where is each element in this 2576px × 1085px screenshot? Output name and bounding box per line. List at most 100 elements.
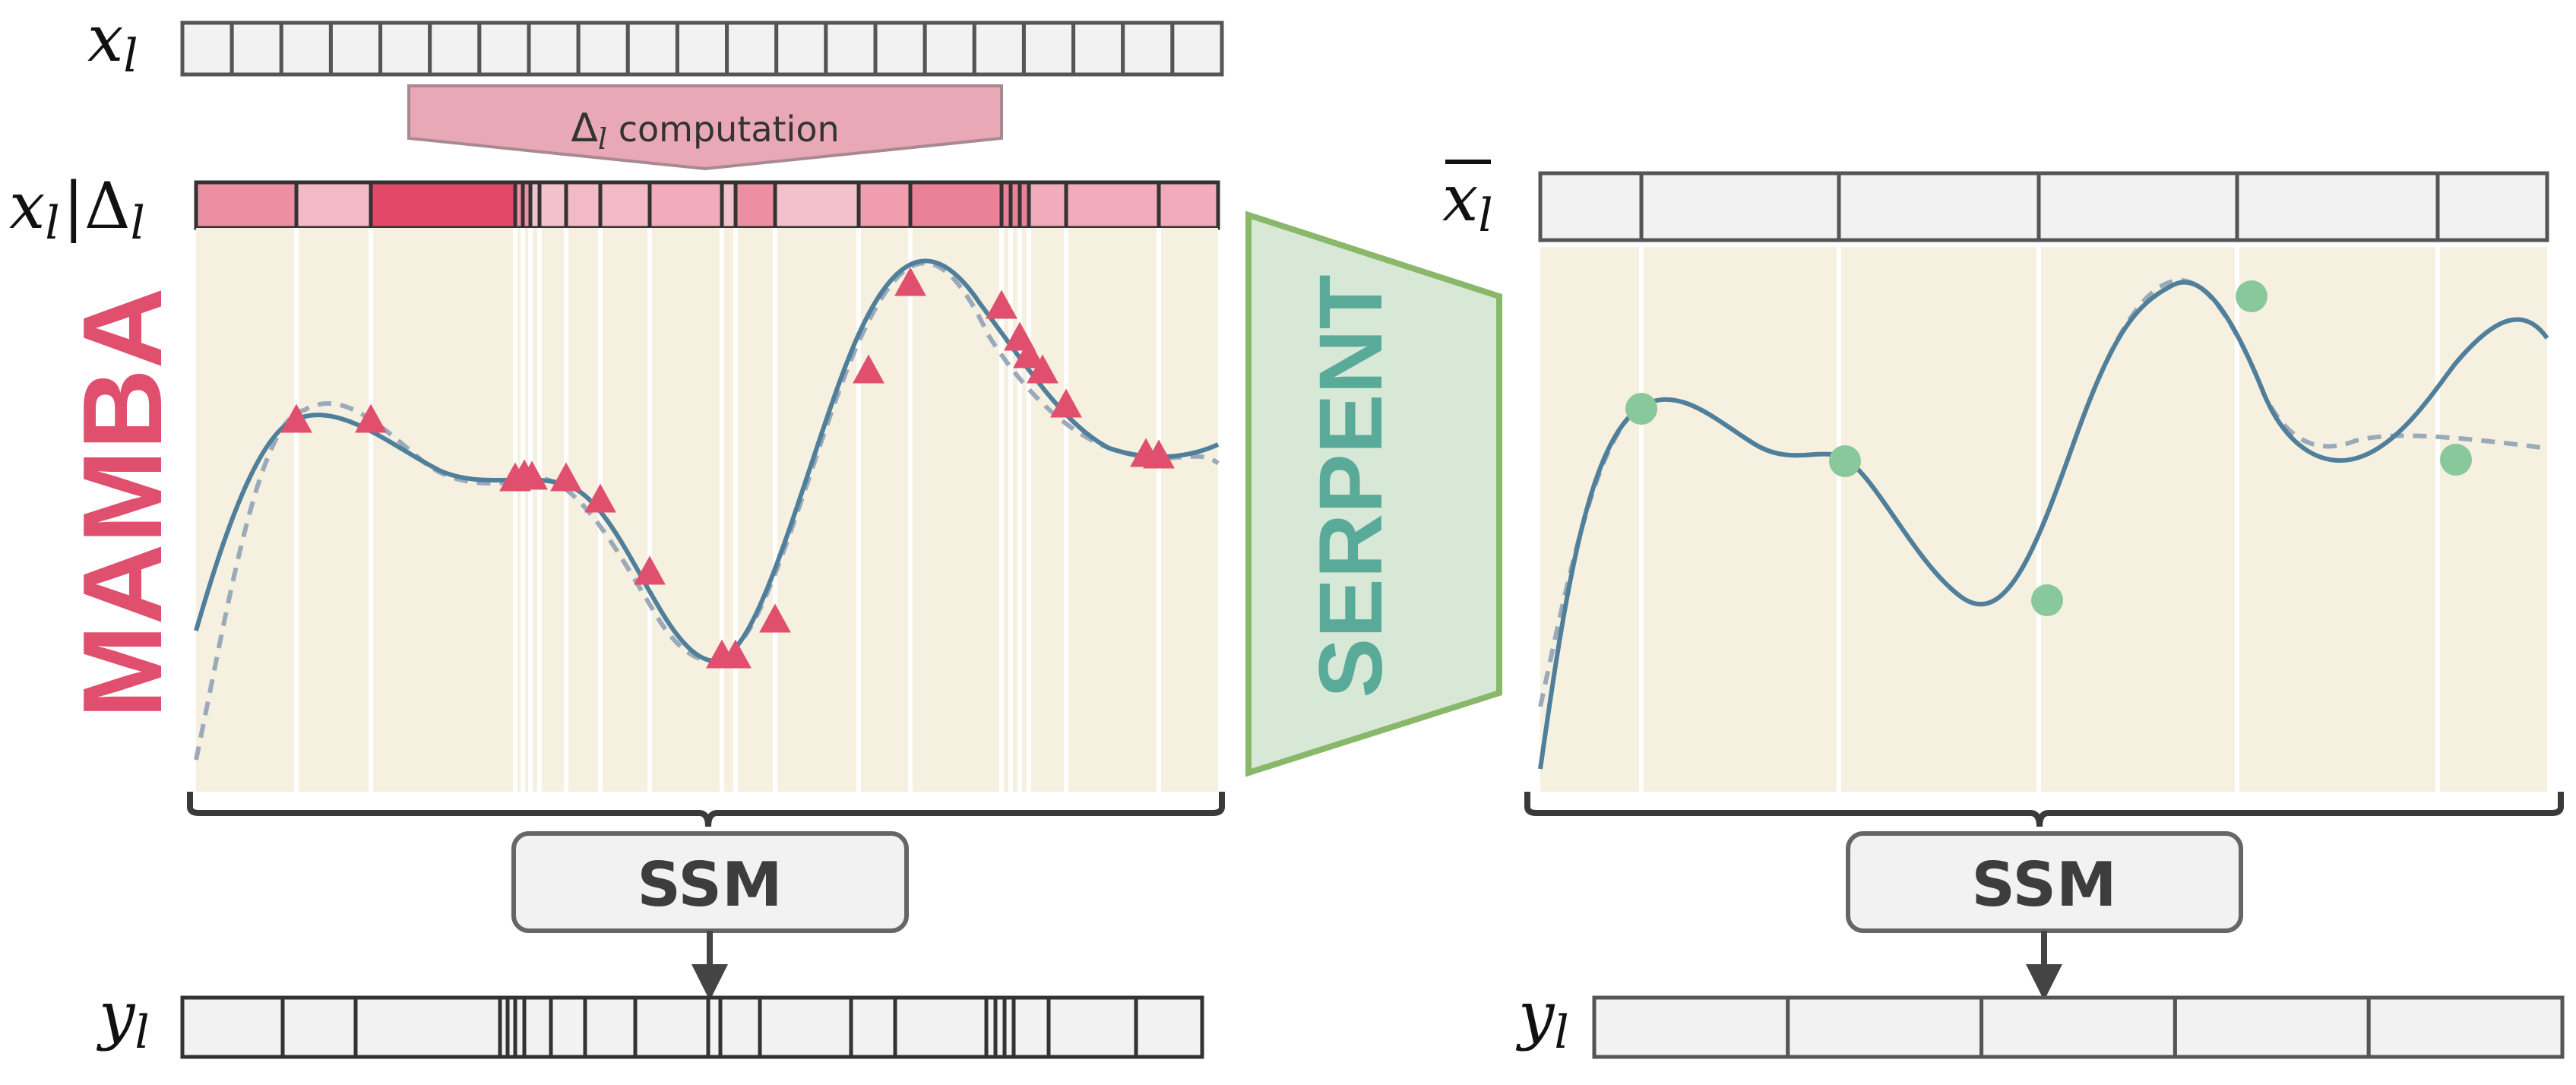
y-output-cell — [1046, 995, 1138, 1059]
x-bar-cell — [2235, 171, 2440, 242]
x-input-cell — [477, 21, 531, 77]
y-output-cell — [522, 995, 553, 1059]
y-left-label: yl — [96, 978, 150, 1059]
x-input-cell — [725, 21, 779, 77]
x-input-cell — [1170, 21, 1224, 77]
x-input-cell — [328, 21, 383, 77]
x-input-cell — [428, 21, 482, 77]
x-input-cell — [774, 21, 828, 77]
ssm-block-left: SSM — [511, 831, 909, 933]
y-output-cell — [849, 995, 897, 1059]
y-output-cell — [1011, 995, 1051, 1059]
mamba-delta-cell — [733, 180, 777, 230]
mamba-sample-marker — [584, 483, 616, 513]
serpent-sample-marker — [1829, 445, 1861, 477]
mamba-label: MAMBA — [60, 287, 185, 718]
mamba-sample-marker — [1027, 354, 1059, 384]
x-input-cell — [576, 21, 630, 77]
ssm-right-label: SSM — [1971, 849, 2116, 920]
mamba-sample-marker — [550, 462, 582, 492]
mamba-sample-marker — [1013, 339, 1045, 369]
x-bar-row — [1538, 171, 2549, 242]
y-output-cell — [549, 995, 587, 1059]
x-bar-cell — [1837, 171, 2041, 242]
delta-computation-label: Δl computation — [571, 106, 839, 156]
serpent-label: SERPENT — [1301, 274, 1401, 698]
x-input-cell — [527, 21, 581, 77]
y-output-row-left — [180, 995, 1204, 1059]
mamba-delta-cell — [1064, 180, 1161, 230]
mamba-delta-cell — [598, 180, 652, 230]
serpent-reconstructed-curve — [1538, 280, 2549, 770]
y-output-cell — [1592, 995, 1790, 1059]
x-input-cell — [1121, 21, 1175, 77]
y-output-cell — [2173, 995, 2371, 1059]
x-input-cell — [824, 21, 878, 77]
x-input-cell — [378, 21, 432, 77]
mamba-delta-cell — [537, 180, 568, 230]
mamba-delta-cell — [908, 180, 1004, 230]
svg-text:xl: xl — [1442, 161, 1493, 242]
serpent-sample-marker — [2236, 280, 2267, 312]
mamba-delta-cell — [564, 180, 603, 230]
x-input-cell — [675, 21, 729, 77]
serpent-sample-marker — [2031, 584, 2063, 616]
mamba-delta-cell — [720, 180, 738, 230]
mamba-sample-marker — [355, 403, 387, 433]
x-input-cell — [279, 21, 333, 77]
x-input-cell — [922, 21, 976, 77]
y-right-label: yl — [1515, 978, 1569, 1059]
y-output-cell — [758, 995, 853, 1059]
x-bar-cell — [1538, 171, 1644, 242]
mamba-delta-cell — [1157, 180, 1220, 230]
ssm-left-label: SSM — [637, 849, 782, 920]
mamba-sample-marker — [516, 460, 548, 490]
x-input-label: xl — [87, 2, 138, 83]
delta-computation-block: Δl computation — [407, 84, 1003, 171]
x-input-cell — [1071, 21, 1125, 77]
serpent-bracket — [1524, 792, 2564, 827]
x-input-cell — [873, 21, 927, 77]
y-output-cell — [633, 995, 710, 1059]
mamba-target-curve — [194, 261, 1220, 761]
y-output-cell — [353, 995, 502, 1059]
mamba-delta-cell — [773, 180, 861, 230]
mamba-delta-cell — [647, 180, 724, 230]
x-input-cell — [229, 21, 283, 77]
mamba-sample-marker — [1143, 439, 1175, 469]
y-output-cell — [718, 995, 762, 1059]
mamba-bracket — [187, 792, 1225, 827]
mamba-delta-cell — [856, 180, 913, 230]
x-bar-cell — [1639, 171, 1841, 242]
serpent-plot — [1538, 247, 2549, 792]
x-input-cell — [1021, 21, 1076, 77]
x-given-delta-label: xl|Δl — [9, 169, 145, 250]
x-bar-cell — [2036, 171, 2239, 242]
x-bar-cell — [2435, 171, 2549, 242]
x-input-cell — [180, 21, 234, 77]
x-input-row — [180, 21, 1224, 77]
mamba-plot — [194, 228, 1220, 792]
y-output-cell — [180, 995, 285, 1059]
mamba-sample-marker — [853, 354, 885, 384]
mamba-sample-marker — [986, 289, 1017, 319]
x-input-cell — [625, 21, 679, 77]
mamba-sample-marker — [759, 603, 791, 633]
mamba-sample-marker — [894, 267, 926, 296]
y-output-cell — [2366, 995, 2565, 1059]
y-output-cell — [1134, 995, 1204, 1059]
y-output-row-right — [1592, 995, 2565, 1059]
serpent-sample-marker — [1625, 393, 1657, 425]
y-output-cell — [280, 995, 358, 1059]
mamba-delta-row — [194, 180, 1220, 230]
y-output-cell — [1979, 995, 2177, 1059]
mamba-sample-marker — [280, 403, 312, 433]
serpent-sample-marker — [2440, 444, 2472, 476]
mamba-delta-cell — [1027, 180, 1068, 230]
serpent-block: SERPENT — [1245, 210, 1502, 777]
ssm-block-right: SSM — [1846, 831, 2243, 933]
mamba-sample-marker — [1050, 388, 1082, 418]
x-input-cell — [972, 21, 1026, 77]
mamba-sample-marker — [720, 639, 752, 669]
